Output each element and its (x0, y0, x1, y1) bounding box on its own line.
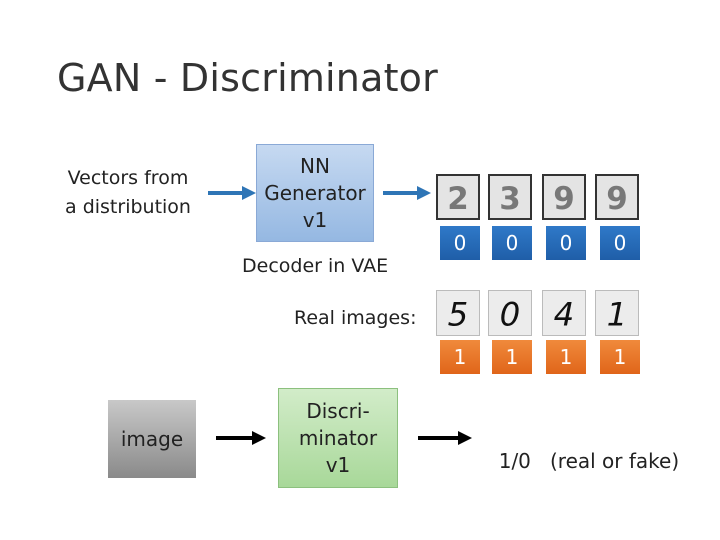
real-label: 1 (546, 340, 586, 374)
generated-digit-image: 9 (595, 174, 639, 220)
output-label: 1/0 (real or fake) (486, 425, 679, 473)
input-label: Vectors from a distribution (60, 164, 196, 222)
svg-text:1: 1 (607, 295, 628, 333)
svg-text:9: 9 (606, 181, 628, 217)
output-text: 1/0 (real or fake) (498, 449, 680, 473)
discriminator-box: Discri- minator v1 (278, 388, 398, 488)
discriminator-line2: minator (298, 425, 378, 450)
image-box-label: image (120, 427, 184, 451)
image-input-box: image (108, 400, 196, 478)
real-label: 1 (440, 340, 480, 374)
generator-box: NN Generator v1 (256, 144, 374, 242)
discriminator-line1: Discri- (306, 398, 370, 423)
generated-digit-image: 2 (436, 174, 480, 220)
svg-text:9: 9 (553, 181, 575, 217)
svg-text:4: 4 (554, 295, 575, 333)
real-digit-image: 4 (542, 290, 586, 336)
svg-text:2: 2 (447, 181, 469, 217)
generated-digit-image: 9 (542, 174, 586, 220)
svg-text:0: 0 (500, 295, 521, 333)
svg-text:5: 5 (448, 295, 469, 333)
svg-text:3: 3 (499, 181, 521, 217)
real-images-caption: Real images: (294, 307, 417, 329)
real-label: 1 (600, 340, 640, 374)
real-digit-image: 1 (595, 290, 639, 336)
generator-caption: Decoder in VAE (242, 255, 389, 277)
arrow-to-generator (208, 186, 256, 200)
arrow-to-discriminator (216, 431, 266, 445)
input-label-text: Vectors from a distribution (65, 167, 191, 218)
slide-title: GAN - Discriminator (57, 56, 438, 100)
arrow-to-samples (383, 186, 431, 200)
generated-digit-image: 3 (488, 174, 532, 220)
fake-label: 0 (546, 226, 586, 260)
generator-line3: v1 (302, 207, 328, 232)
fake-label: 0 (600, 226, 640, 260)
real-digit-image: 5 (436, 290, 480, 336)
fake-label: 0 (440, 226, 480, 260)
fake-label: 0 (492, 226, 532, 260)
real-label: 1 (492, 340, 532, 374)
generator-line1: NN (300, 153, 330, 178)
real-digit-image: 0 (488, 290, 532, 336)
discriminator-line3: v1 (325, 452, 351, 477)
arrow-to-output (418, 431, 472, 445)
generator-line2: Generator (264, 180, 366, 205)
